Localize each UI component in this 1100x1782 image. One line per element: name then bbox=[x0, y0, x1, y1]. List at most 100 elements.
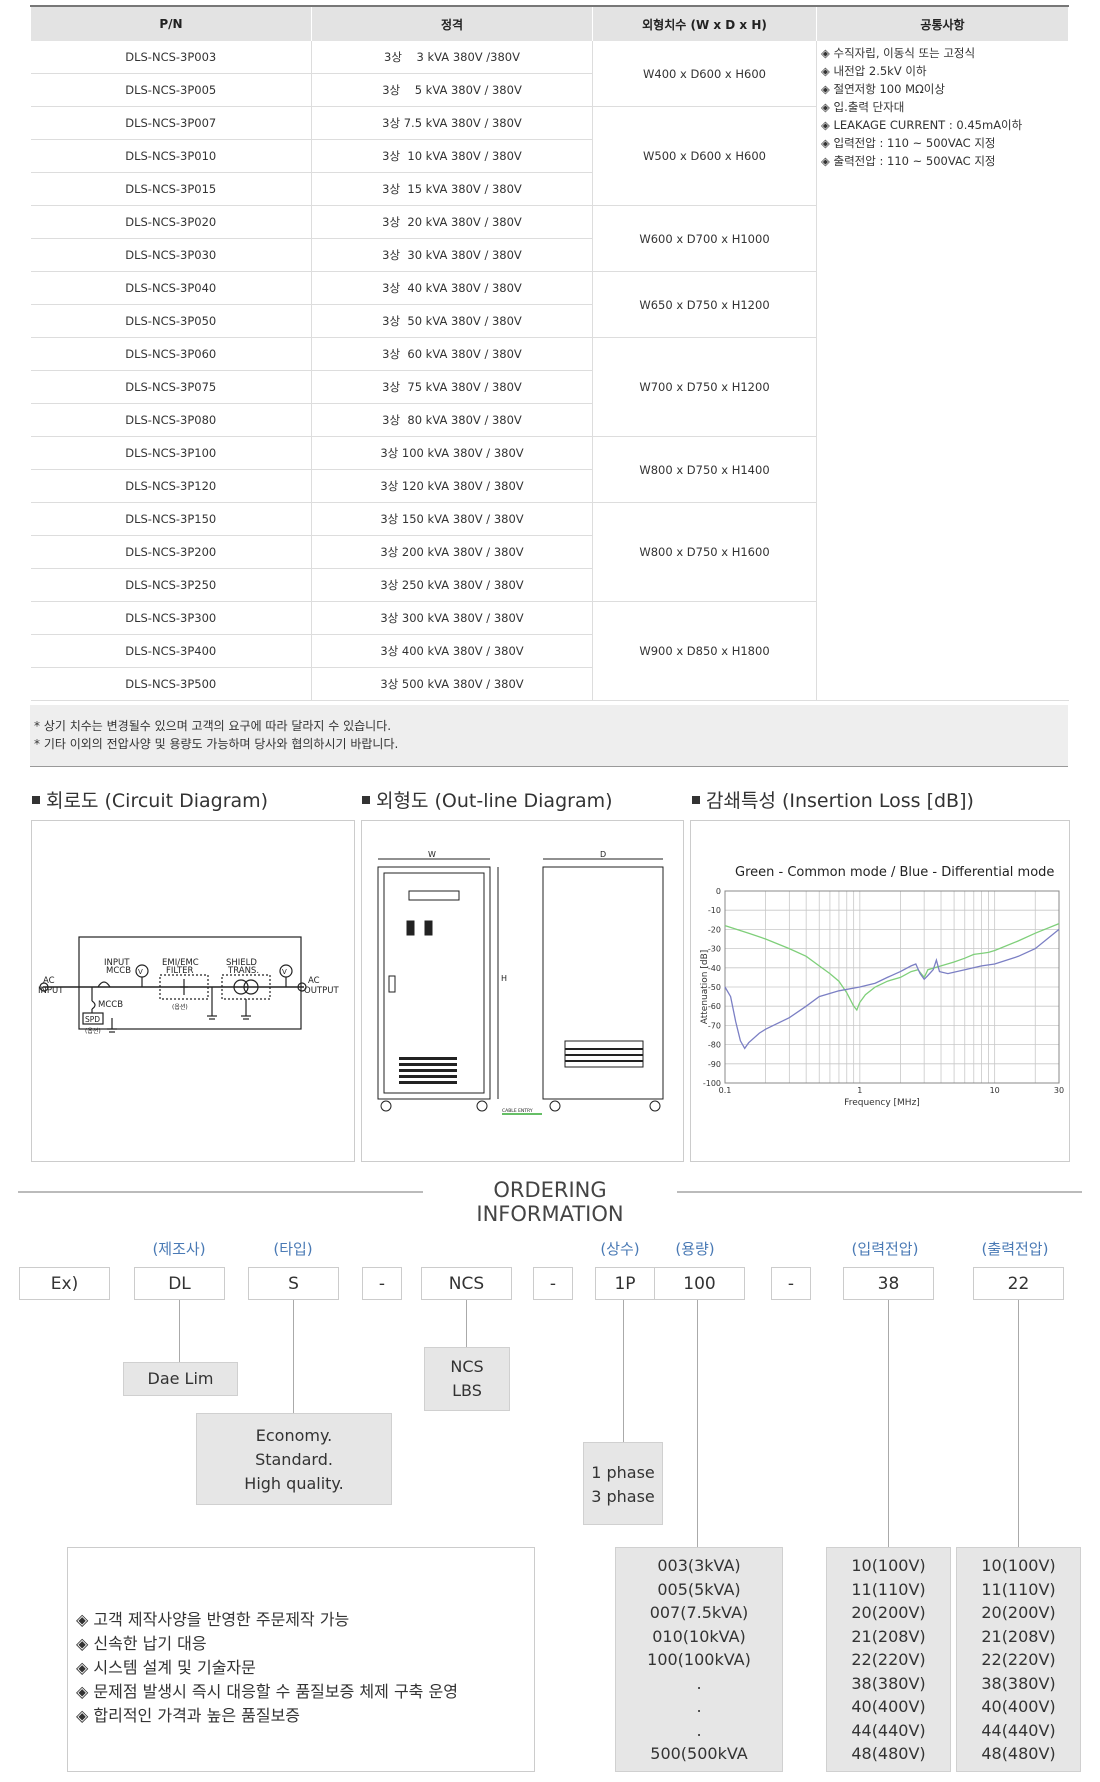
insertion-loss-box: Green - Common mode / Blue - Differentia… bbox=[690, 820, 1070, 1162]
common-note-item: ◈ 절연저항 100 MΩ이상 bbox=[821, 82, 945, 96]
feature-item: ◈ 고객 제작사양을 반영한 주문제작 가능 bbox=[76, 1610, 350, 1629]
label-shield-2: TRANS. bbox=[227, 966, 259, 976]
cell-pn: DLS-NCS-3P015 bbox=[30, 172, 312, 206]
rating-text: 3상 75 kVA 380V / 380V bbox=[382, 380, 522, 394]
cell-pn: DLS-NCS-3P050 bbox=[30, 304, 312, 338]
code-phase: 1P bbox=[595, 1267, 655, 1300]
x-tick-label: 10 bbox=[990, 1086, 1000, 1095]
x-tick-label: 30 bbox=[1054, 1086, 1064, 1095]
output-voltage-item: 11(110V) bbox=[981, 1579, 1056, 1599]
cell-rating: 3상 60 kVA 380V / 380V bbox=[311, 337, 593, 371]
table-row: DLS-NCS-3P010 3상 10 kVA 380V / 380V bbox=[30, 139, 1069, 173]
y-tick-label: -90 bbox=[708, 1060, 721, 1069]
rating-text: 3상 300 kVA 380V / 380V bbox=[380, 611, 524, 625]
maker-desc-box: Dae Lim bbox=[123, 1362, 238, 1396]
ordering-title: ORDERING INFORMATION bbox=[476, 1178, 624, 1226]
label-input-mccb: INPUT bbox=[104, 958, 130, 968]
input-voltage-item: 11(110V) bbox=[851, 1579, 926, 1599]
cell-rating: 3상 200 kVA 380V / 380V bbox=[311, 535, 593, 569]
common-note-item: ◈ 입.출력 단자대 bbox=[821, 100, 905, 114]
cell-rating: 3상 40 kVA 380V / 380V bbox=[311, 271, 593, 305]
cell-dimensions: W900 x D850 x H1800 bbox=[592, 601, 817, 701]
cell-dimensions: W600 x D700 x H1000 bbox=[592, 205, 817, 272]
connector-line bbox=[697, 1300, 698, 1547]
rating-text: 3상 150 kVA 380V / 380V bbox=[380, 512, 524, 526]
dim-h: H bbox=[501, 974, 507, 983]
cell-rating: 3상 100 kVA 380V / 380V bbox=[311, 436, 593, 470]
input-voltage-list-box: 10(100V)11(110V)20(200V)21(208V)22(220V)… bbox=[826, 1547, 951, 1772]
y-tick-label: -60 bbox=[708, 1002, 721, 1011]
output-voltage-item: 44(440V) bbox=[981, 1720, 1056, 1740]
header-dimensions: 외형치수 (W x D x H) bbox=[592, 5, 817, 41]
rating-text: 3상 15 kVA 380V / 380V bbox=[382, 182, 522, 196]
code-dash: - bbox=[362, 1267, 402, 1300]
output-voltage-item: 20(200V) bbox=[981, 1603, 1056, 1622]
cell-dimensions: W500 x D600 x H600 bbox=[592, 106, 817, 206]
cell-dimensions: W800 x D750 x H1400 bbox=[592, 436, 817, 503]
features-box: ◈ 고객 제작사양을 반영한 주문제작 가능◈ 신속한 납기 대응◈ 시스템 설… bbox=[67, 1547, 535, 1772]
input-voltage-item: 40(400V) bbox=[851, 1697, 926, 1716]
capacity-item: . bbox=[696, 1697, 702, 1716]
common-note-item: ◈ 수직자립, 이동식 또는 고정식 bbox=[821, 46, 976, 60]
cell-pn: DLS-NCS-3P200 bbox=[30, 535, 312, 569]
cell-rating: 3상 15 kVA 380V / 380V bbox=[311, 172, 593, 206]
label-spd: SPD bbox=[85, 1015, 100, 1024]
section-title-circuit: 회로도 (Circuit Diagram) bbox=[32, 786, 268, 813]
cell-rating: 3상 30 kVA 380V / 380V bbox=[311, 238, 593, 272]
circuit-diagram: AC INPUT AC OUTPUT INPUT MCCB EMI/EMC FI… bbox=[38, 936, 339, 1035]
phase-desc-box: 1 phase 3 phase bbox=[583, 1442, 663, 1525]
connector-line bbox=[179, 1300, 180, 1362]
input-voltage-item: 22(220V) bbox=[851, 1650, 926, 1669]
label-ac-output-2: OUTPUT bbox=[304, 986, 339, 996]
input-voltage-item: 38(380V) bbox=[851, 1673, 926, 1693]
cell-pn: DLS-NCS-3P075 bbox=[30, 370, 312, 404]
input-voltage-item: 48(480V) bbox=[851, 1744, 926, 1763]
output-voltage-item: 48(480V) bbox=[981, 1744, 1056, 1763]
output-voltage-list-box: 10(100V)11(110V)20(200V)21(208V)22(220V)… bbox=[956, 1547, 1081, 1772]
cell-pn: DLS-NCS-3P005 bbox=[30, 73, 312, 107]
capacity-item: 003(3kVA) bbox=[657, 1556, 741, 1575]
capacity-item: 007(7.5kVA) bbox=[649, 1603, 749, 1622]
circuit-diagram-box: AC INPUT AC OUTPUT INPUT MCCB EMI/EMC FI… bbox=[31, 820, 355, 1162]
table-row: DLS-NCS-3P050 3상 50 kVA 380V / 380V bbox=[30, 304, 1069, 338]
cell-rating: 3상 120 kVA 380V / 380V bbox=[311, 469, 593, 503]
label-input-mccb-2: MCCB bbox=[106, 966, 131, 976]
output-voltage-item: 40(400V) bbox=[981, 1697, 1056, 1716]
rating-text: 3상 50 kVA 380V / 380V bbox=[382, 314, 522, 328]
cell-rating: 3상 300 kVA 380V / 380V bbox=[311, 601, 593, 635]
cell-pn: DLS-NCS-3P030 bbox=[30, 238, 312, 272]
cell-rating: 3상 75 kVA 380V / 380V bbox=[311, 370, 593, 404]
y-tick-label: -80 bbox=[708, 1041, 721, 1050]
cell-pn: DLS-NCS-3P003 bbox=[30, 41, 312, 74]
feature-item: ◈ 합리적인 가격과 높은 품질보증 bbox=[76, 1706, 301, 1725]
divider-line bbox=[18, 1191, 423, 1193]
label-phase: (상수) bbox=[600, 1240, 640, 1258]
cell-rating: 3상 7.5 kVA 380V / 380V bbox=[311, 106, 593, 140]
cell-pn: DLS-NCS-3P010 bbox=[30, 139, 312, 173]
rating-text: 3상 10 kVA 380V / 380V bbox=[382, 149, 522, 163]
cell-pn: DLS-NCS-3P400 bbox=[30, 634, 312, 668]
code-capacity: 100 bbox=[654, 1267, 745, 1300]
rating-text: 3상 60 kVA 380V / 380V bbox=[382, 347, 522, 361]
cell-pn: DLS-NCS-3P007 bbox=[30, 106, 312, 140]
label-maker: (제조사) bbox=[152, 1240, 206, 1258]
feature-item: ◈ 문제점 발생시 즉시 대응할 수 품질보증 체제 구축 운영 bbox=[76, 1682, 458, 1701]
label-ac-input: AC bbox=[43, 976, 55, 986]
connector-line bbox=[888, 1300, 889, 1547]
bullet-square-icon bbox=[32, 795, 40, 804]
section-title-insertion: 감쇄특성 (Insertion Loss [dB]) bbox=[692, 786, 974, 813]
cell-pn: DLS-NCS-3P120 bbox=[30, 469, 312, 503]
capacity-list-box: 003(3kVA)005(5kVA)007(7.5kVA)010(10kVA)1… bbox=[615, 1547, 783, 1772]
connector-line bbox=[293, 1300, 294, 1413]
notes-box: * 상기 치수는 변경될수 있으며 고객의 요구에 따라 달라지 수 있습니다.… bbox=[30, 705, 1068, 767]
rating-text: 3상 100 kVA 380V / 380V bbox=[380, 446, 524, 460]
cell-dimensions: W700 x D750 x H1200 bbox=[592, 337, 817, 437]
y-axis-label: Attenuation [dB] bbox=[700, 950, 710, 1025]
